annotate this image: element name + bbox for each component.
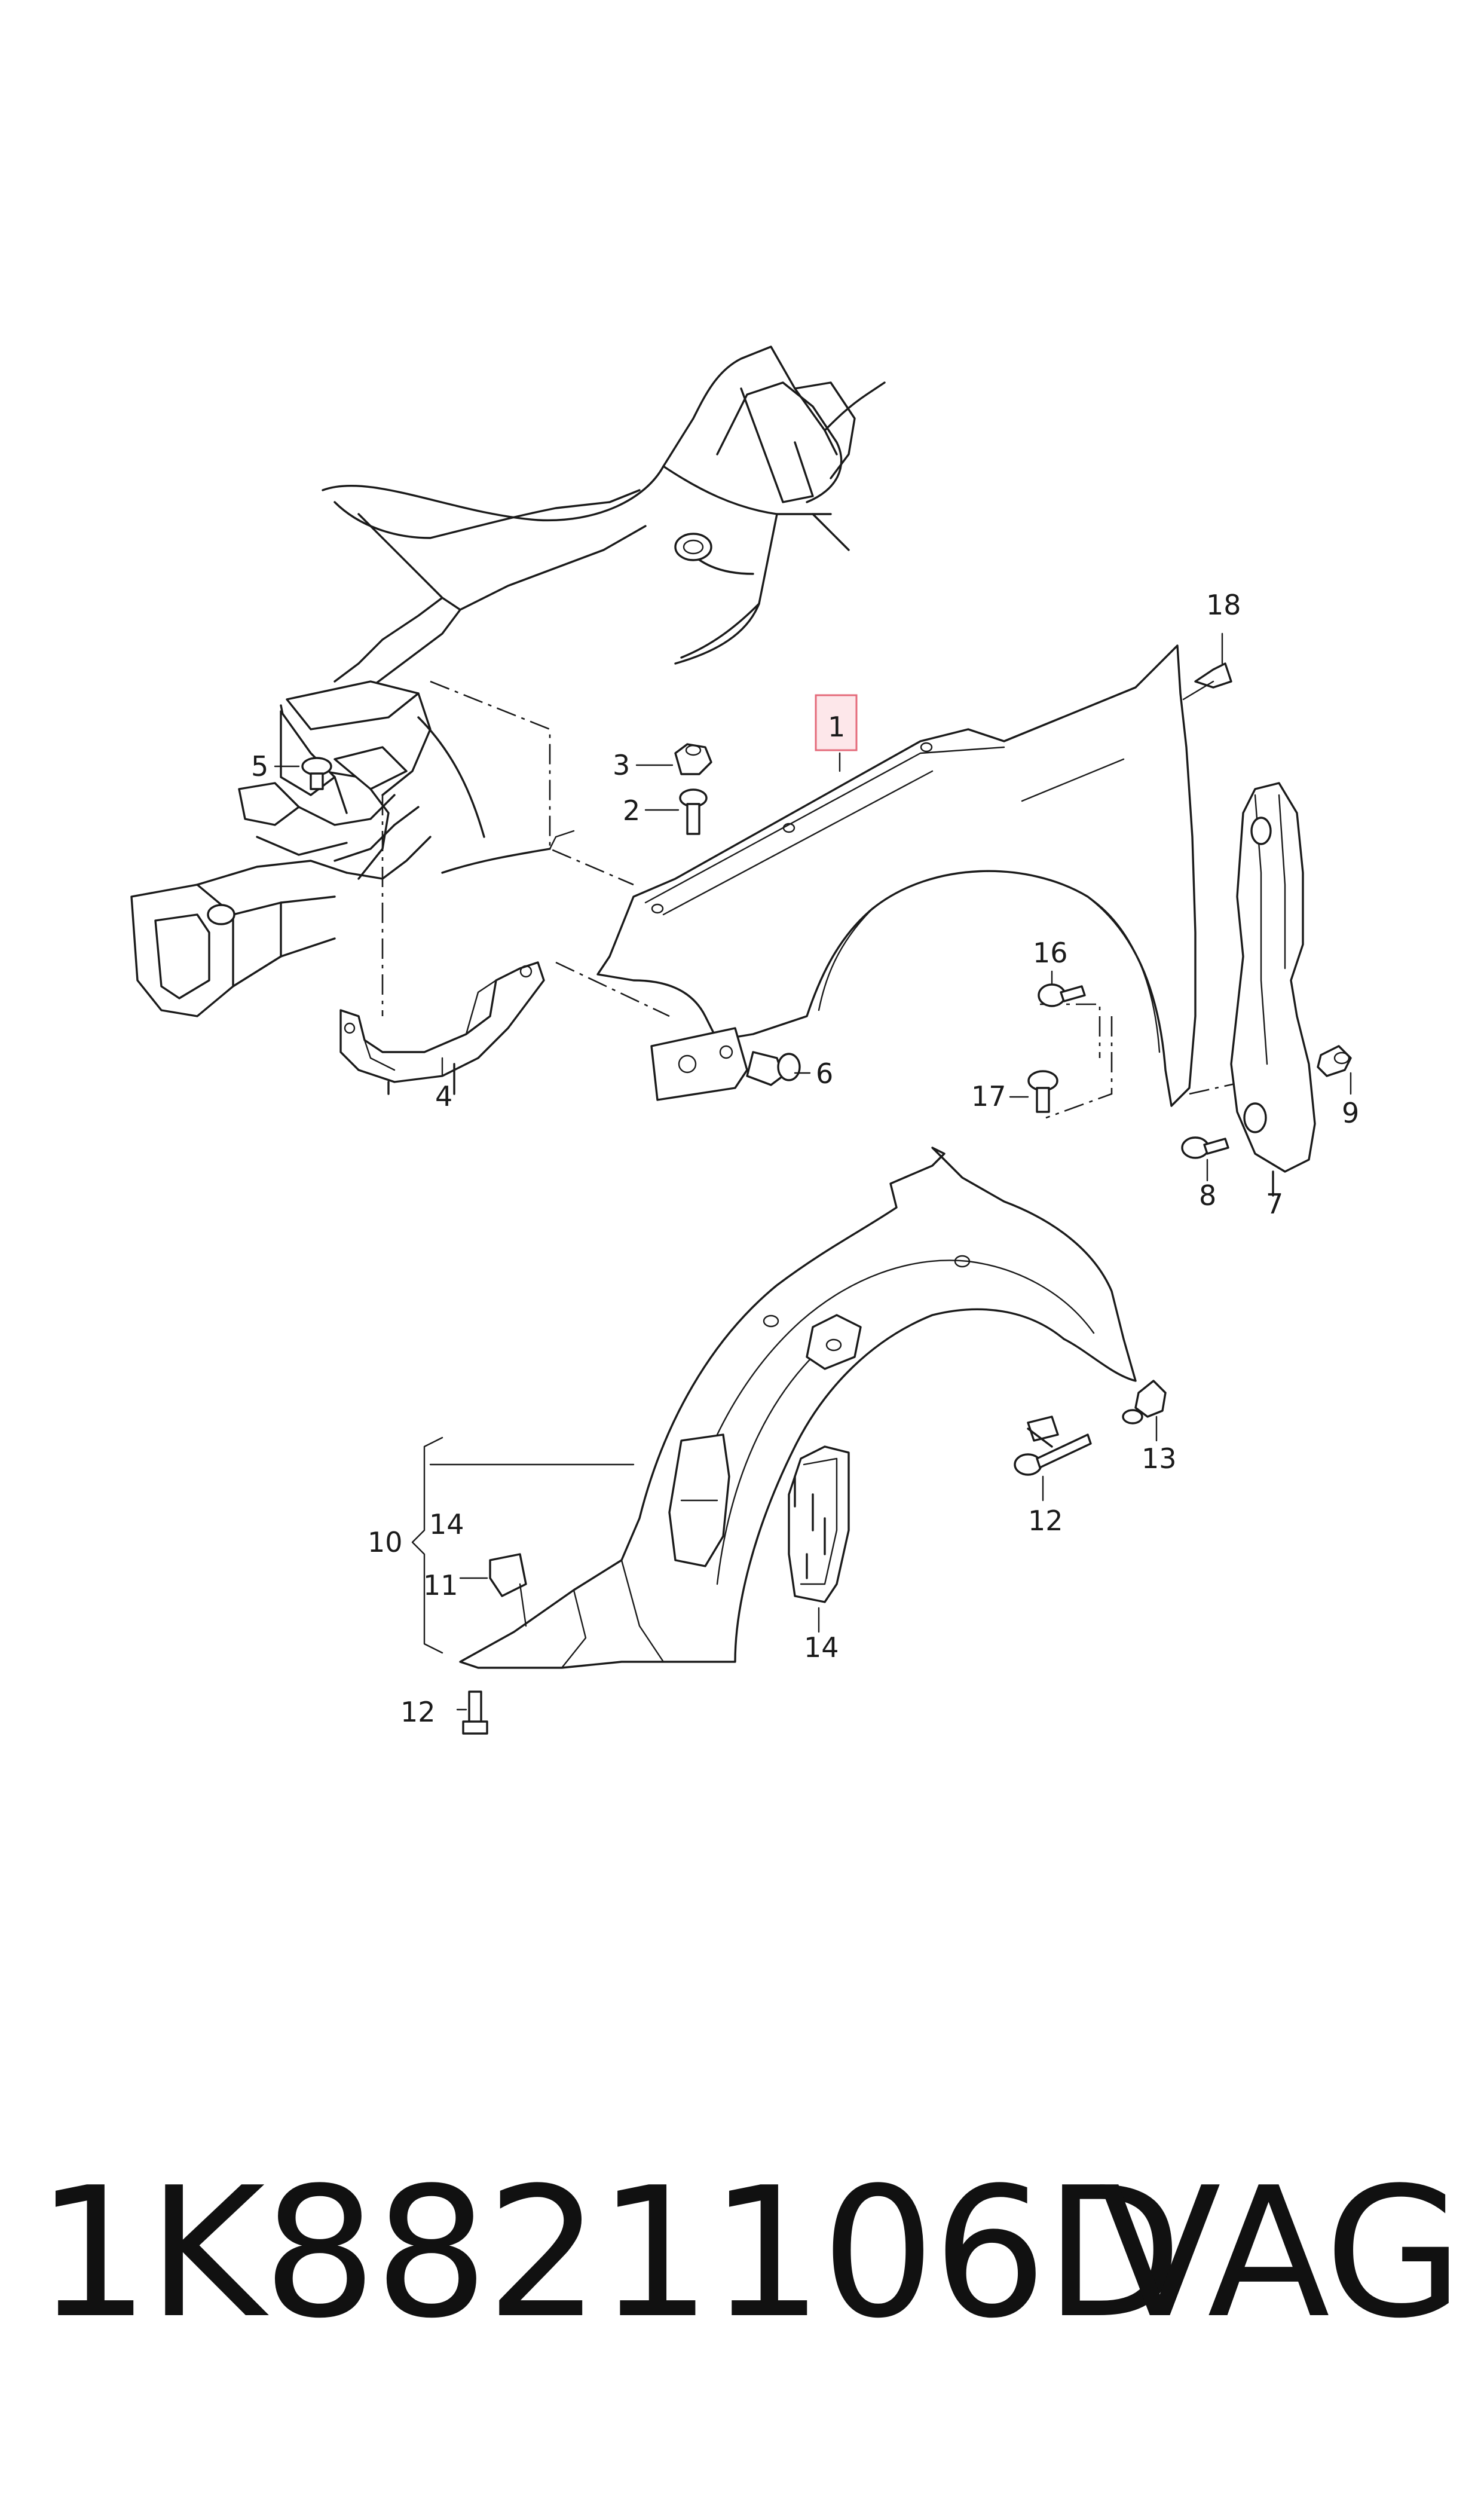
callout-17[interactable]: 17 bbox=[971, 1080, 1006, 1112]
part-number-text: 1K8821106D bbox=[36, 2149, 1183, 2358]
highlight-box-part-1 bbox=[815, 694, 858, 751]
callout-13[interactable]: 13 bbox=[1142, 1442, 1177, 1475]
callout-leader-lines bbox=[274, 632, 1352, 1711]
callout-5[interactable]: 5 bbox=[251, 750, 268, 782]
callout-6[interactable]: 6 bbox=[816, 1057, 833, 1090]
callout-1[interactable]: 1 bbox=[828, 711, 845, 743]
callout-12-bottom[interactable]: 12 bbox=[400, 1696, 436, 1728]
wheel-arch-liner bbox=[459, 1147, 1137, 1735]
body-structure-drawing bbox=[130, 346, 886, 1017]
callout-14-cover[interactable]: 14 bbox=[804, 1631, 839, 1664]
callout-11[interactable]: 11 bbox=[423, 1569, 458, 1601]
callout-3[interactable]: 3 bbox=[613, 749, 630, 781]
callout-14-bracket[interactable]: 14 bbox=[429, 1508, 464, 1540]
callout-18[interactable]: 18 bbox=[1206, 589, 1241, 621]
callout-10[interactable]: 10 bbox=[368, 1526, 403, 1558]
fender-bumper-bracket bbox=[1230, 782, 1316, 1197]
front-fender bbox=[596, 644, 1244, 1119]
callout-8[interactable]: 8 bbox=[1199, 1179, 1216, 1212]
fasteners bbox=[301, 662, 1352, 1476]
callout-labels: 1 18 5 3 2 4 6 16 17 8 7 9 13 12 14 10 1… bbox=[251, 589, 1359, 1728]
brand-text: VAG bbox=[1099, 2149, 1463, 2358]
callout-16[interactable]: 16 bbox=[1033, 937, 1068, 969]
callout-2[interactable]: 2 bbox=[623, 794, 640, 827]
callout-12-right[interactable]: 12 bbox=[1028, 1505, 1063, 1537]
lower-mounting-bracket bbox=[339, 961, 545, 1095]
callout-7[interactable]: 7 bbox=[1266, 1188, 1283, 1220]
callout-4[interactable]: 4 bbox=[435, 1080, 452, 1112]
callout-9[interactable]: 9 bbox=[1342, 1097, 1359, 1129]
